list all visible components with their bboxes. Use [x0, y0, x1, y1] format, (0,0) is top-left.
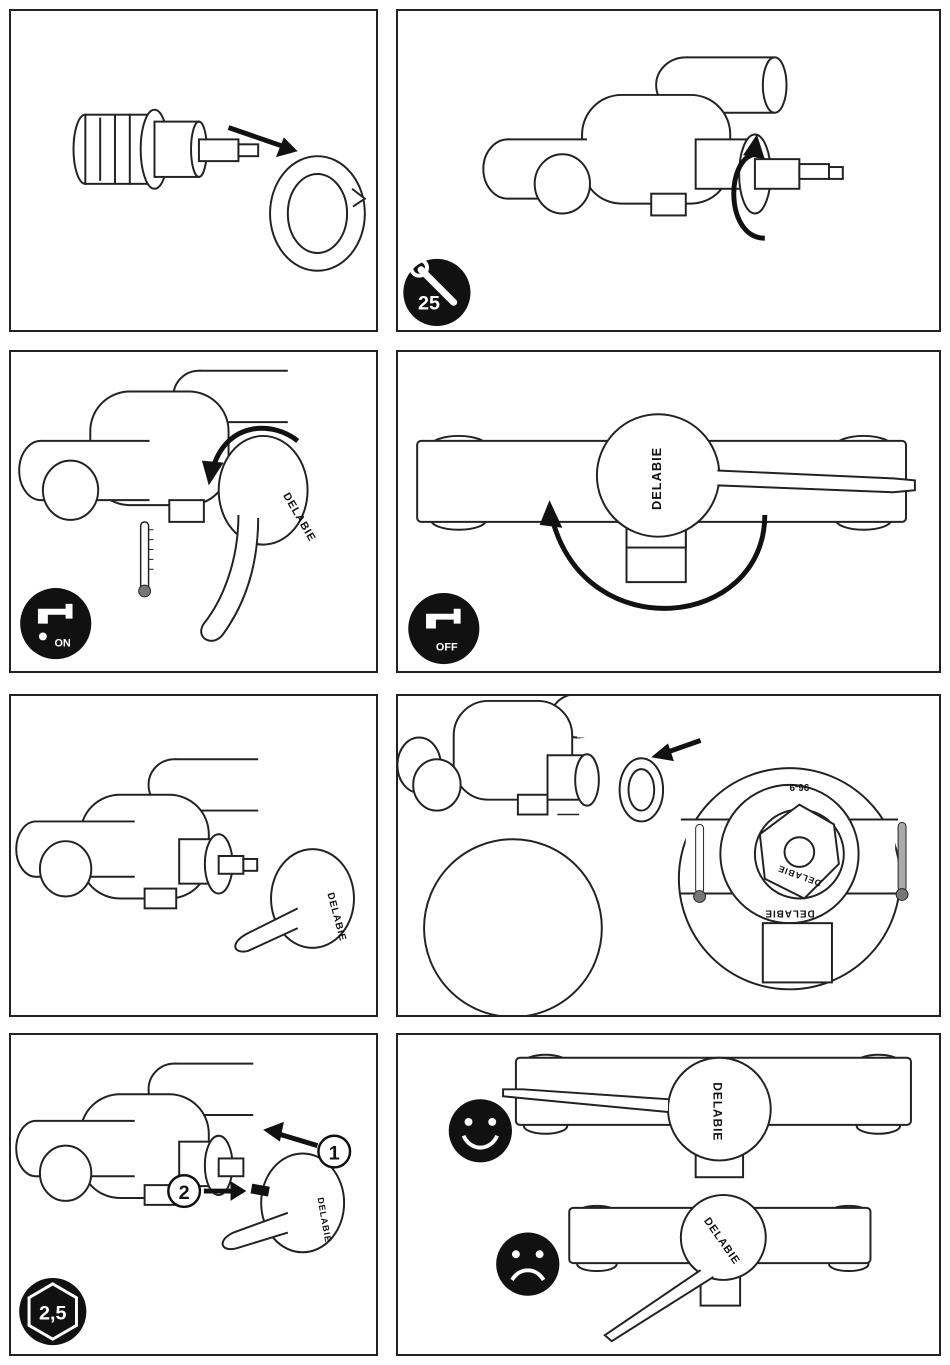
- step-8-panel: DELABIE DELABIE: [396, 1033, 941, 1356]
- handle-position-check-illustration: DELABIE DELABIE: [398, 1035, 939, 1354]
- thermometer-hot-icon: [896, 822, 908, 900]
- handle-on-illustration: DELABIE ON: [11, 352, 376, 671]
- step-3-panel: DELABIE ON: [9, 350, 378, 673]
- step-6-panel: 96-9 DELABIE DELABIE: [396, 694, 941, 1017]
- tap-on-label: ON: [54, 637, 70, 649]
- brand-label-correct: DELABIE: [710, 1082, 724, 1141]
- step-5-panel: DELABIE: [9, 694, 378, 1017]
- hex-key-size-label: 2,5: [39, 1302, 66, 1324]
- step-4-panel: DELABIE OFF: [396, 350, 941, 673]
- step-7-panel: DELABIE 1 2 2,5: [9, 1033, 378, 1356]
- wrench-size-label: 25: [418, 292, 440, 314]
- thermometer-icon: [139, 522, 154, 597]
- handle-off-illustration: DELABIE OFF: [398, 352, 939, 671]
- handle-refit-illustration: DELABIE 1 2 2,5: [11, 1035, 376, 1354]
- smiley-sad-icon: [496, 1233, 559, 1296]
- brand-label: DELABIE: [649, 447, 664, 510]
- brand-label: DELABIE: [764, 907, 814, 918]
- ring-alignment-illustration: 96-9 DELABIE DELABIE: [398, 696, 939, 1015]
- tap-off-icon: [408, 593, 479, 664]
- svg-text:1: 1: [329, 1142, 340, 1164]
- cartridge-removal-illustration: [11, 11, 376, 330]
- thermometer-cold-icon: [694, 824, 706, 902]
- smiley-happy-icon: [449, 1099, 512, 1162]
- step-2-panel: 25: [396, 9, 941, 332]
- ring-label: 96-9: [789, 781, 809, 792]
- handle-removed-illustration: DELABIE: [11, 696, 376, 1015]
- cartridge-tighten-illustration: 25: [398, 11, 939, 330]
- tap-off-label: OFF: [436, 641, 458, 653]
- svg-text:2: 2: [179, 1182, 190, 1204]
- step-1-panel: [9, 9, 378, 332]
